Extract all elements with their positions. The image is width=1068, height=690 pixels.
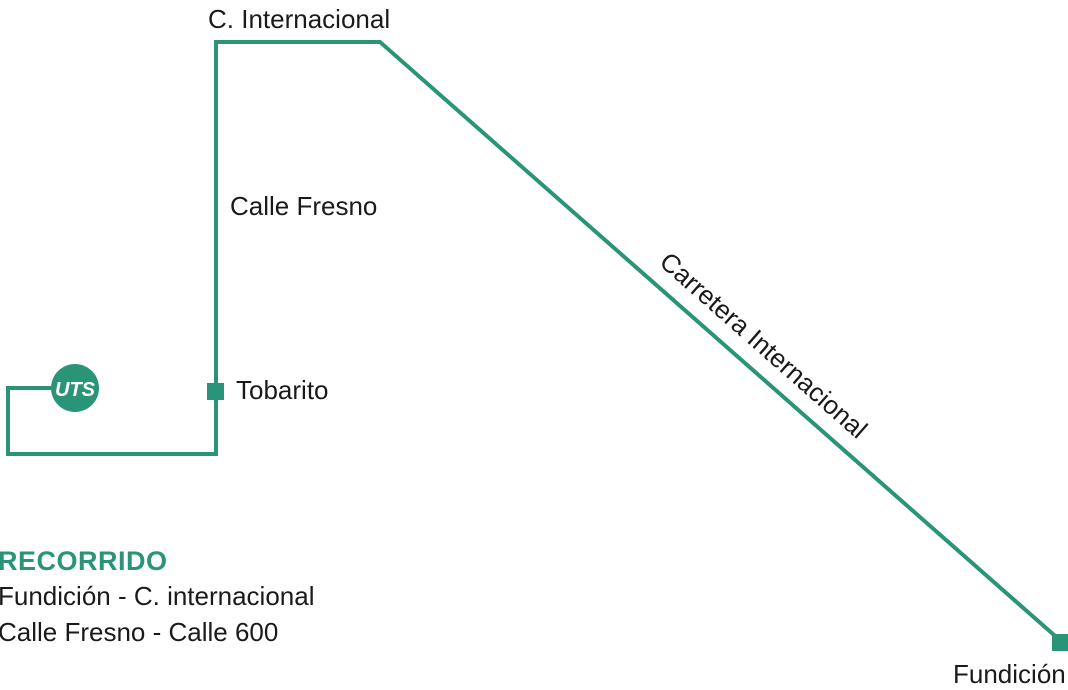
legend-line-1: Fundición - C. internacional [0, 581, 315, 611]
logo-text: UTS [55, 379, 96, 401]
legend-line-2: Calle Fresno - Calle 600 [0, 617, 279, 647]
stop-label-fundicion: Fundición [953, 659, 1066, 689]
logo-circle [51, 364, 99, 412]
legend-title: RECORRIDO [0, 546, 168, 576]
route-legend: RECORRIDO Fundición - C. internacional C… [0, 548, 315, 655]
route-line [6, 40, 1064, 644]
street-label-carretera-internacional: Carretera Internacional [654, 246, 873, 444]
stop-label-tobarito: Tobarito [236, 375, 329, 405]
stop-marker-tobarito [207, 383, 224, 400]
stop-label-c-internacional: C. Internacional [208, 4, 390, 34]
street-label-calle-fresno: Calle Fresno [230, 191, 377, 221]
operator-logo-icon: UTS [51, 364, 99, 412]
stop-marker-fundicion [1052, 634, 1068, 651]
